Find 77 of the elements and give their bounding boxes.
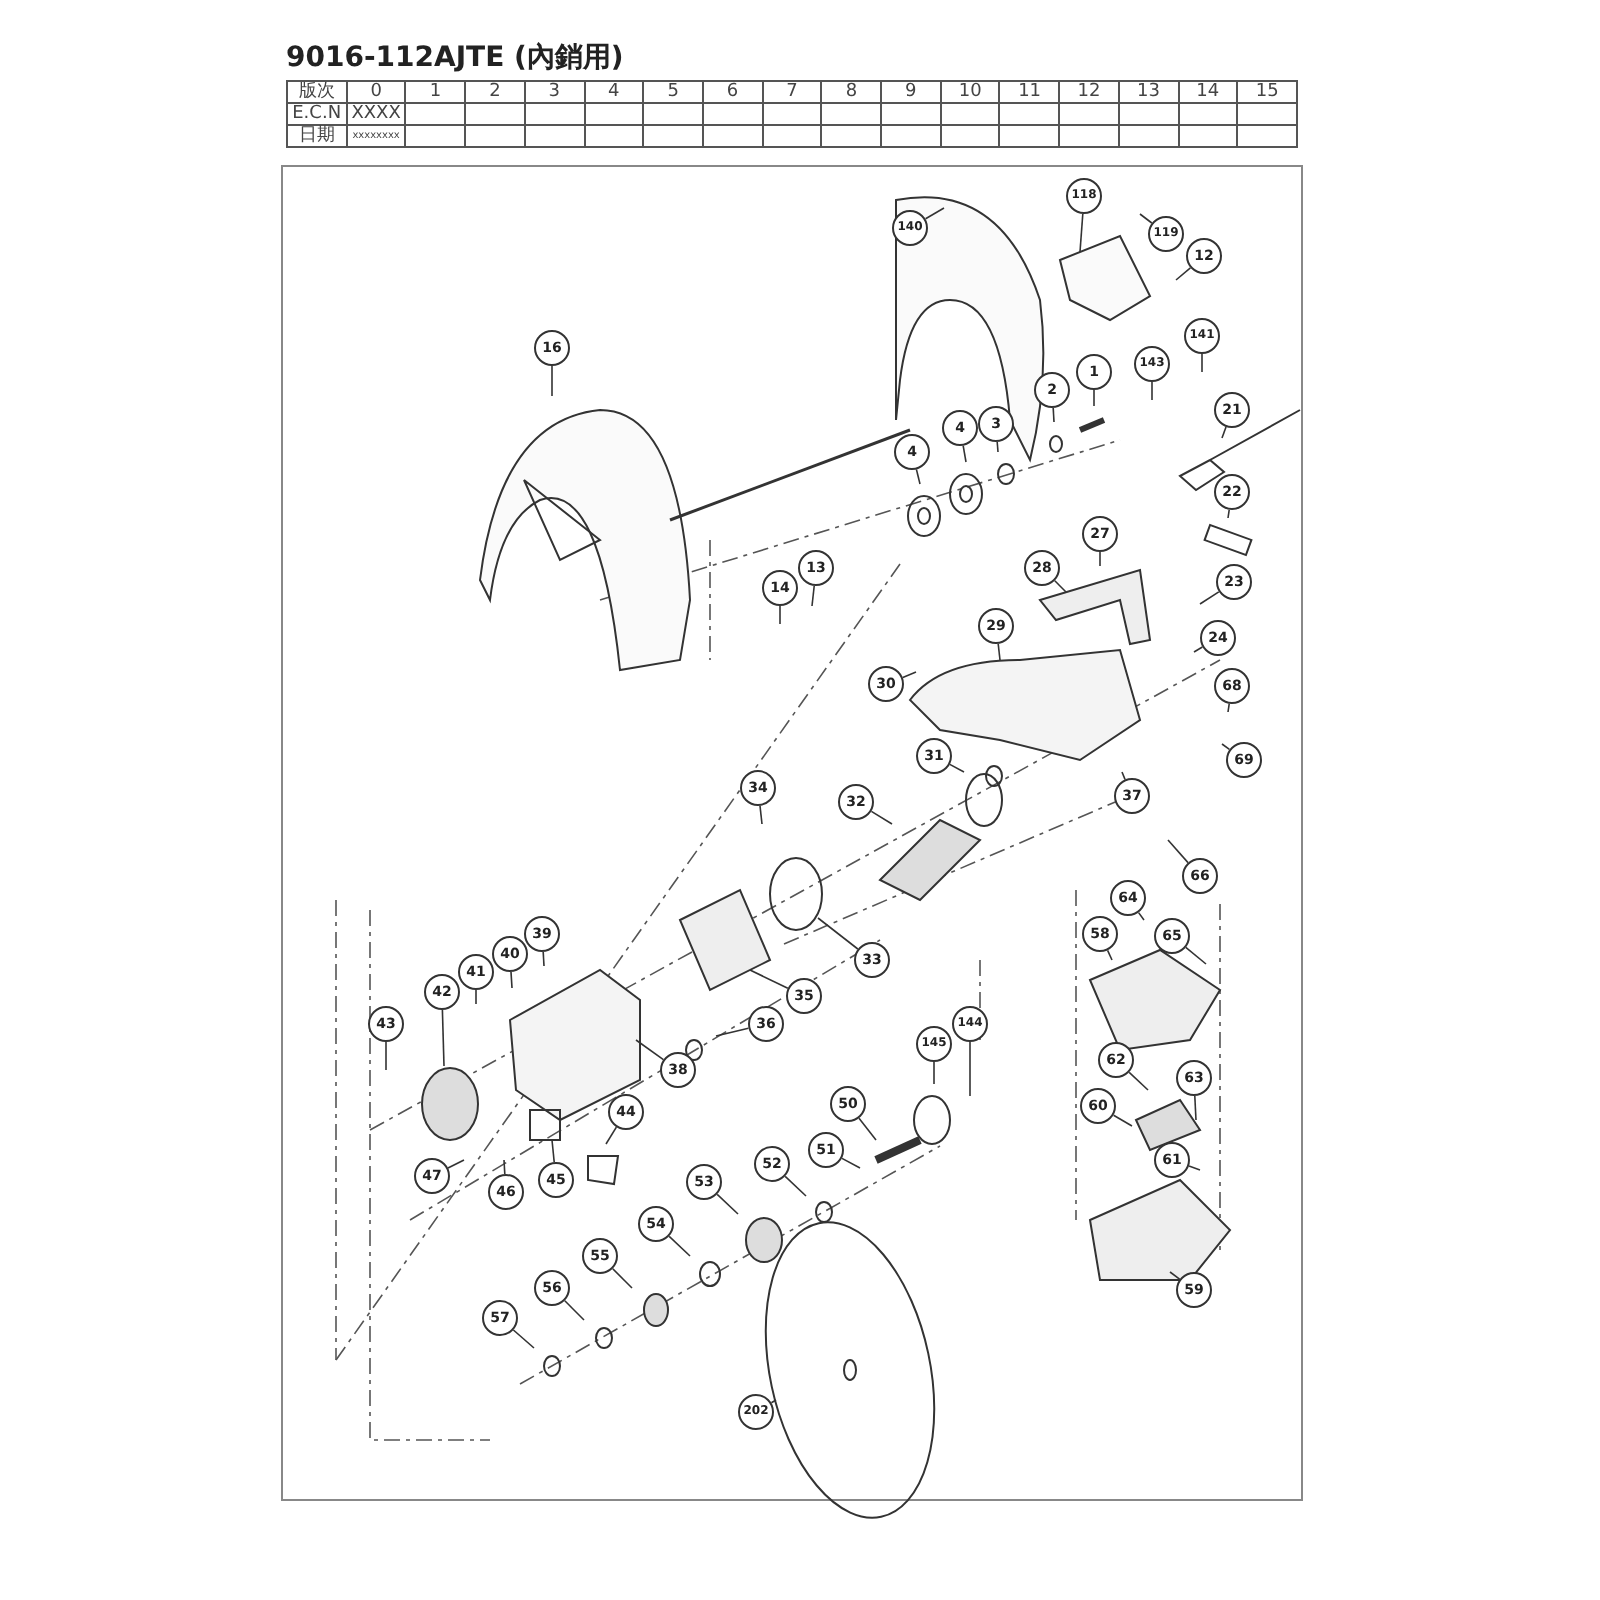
leader-line <box>1054 580 1067 593</box>
leader-line <box>715 1027 750 1037</box>
leader-line <box>1079 213 1084 253</box>
leader-line <box>841 1157 861 1169</box>
leader-line <box>969 1041 971 1097</box>
leader-line <box>1112 1114 1133 1127</box>
leader-line <box>1175 267 1192 281</box>
leader-line <box>447 1159 465 1169</box>
leader-line <box>385 1041 387 1071</box>
leader-line <box>870 810 893 825</box>
leader-line <box>749 969 789 989</box>
leader-line <box>1128 1071 1149 1091</box>
leader-line <box>612 1268 633 1289</box>
leader-line <box>1169 1271 1181 1280</box>
leader-line <box>1201 353 1203 373</box>
table-cell: 6 <box>702 81 763 103</box>
leader-line <box>1052 407 1055 423</box>
leader-line <box>551 1139 555 1163</box>
leader-line <box>779 605 781 625</box>
table-cell: 1 <box>405 81 466 103</box>
table-cell: 13 <box>1118 81 1179 103</box>
leader-line <box>924 207 945 220</box>
row-header-cell: 日期 <box>287 125 347 147</box>
leader-line <box>1093 389 1095 407</box>
table-cell: 2 <box>465 81 525 103</box>
leader-line <box>475 989 477 1005</box>
table-cell: 8 <box>821 81 882 103</box>
leader-line <box>811 585 815 607</box>
table-cell: 7 <box>762 81 822 103</box>
table-cell: 11 <box>999 81 1060 103</box>
leader-line <box>564 1300 585 1321</box>
table-cell: 4 <box>584 81 644 103</box>
leader-line <box>542 951 545 967</box>
title: 9016-112AJTE (內銷用) <box>286 40 624 76</box>
leader-line <box>1106 949 1113 961</box>
table-cell: 3 <box>524 81 585 103</box>
leader-line <box>933 1061 935 1085</box>
leader-line <box>784 1175 807 1197</box>
leader-line <box>1221 426 1227 439</box>
leader-line <box>949 763 965 773</box>
leader-line <box>441 1009 445 1067</box>
leader-line <box>902 671 917 679</box>
leader-line <box>503 1159 506 1175</box>
table-cell: XXXX <box>346 103 406 125</box>
leader-line <box>716 1193 739 1215</box>
leader-line <box>1137 911 1145 921</box>
table-cell: 0 <box>346 81 406 103</box>
table-cell: 9 <box>881 81 941 103</box>
leader-line <box>512 1329 535 1349</box>
leader-line <box>1227 509 1230 519</box>
table-cell: 14 <box>1178 81 1238 103</box>
leader-line <box>962 445 967 463</box>
leader-line <box>668 1235 691 1257</box>
leader-line <box>605 1126 618 1145</box>
table-cell: 10 <box>940 81 1000 103</box>
table-cell: 12 <box>1059 81 1119 103</box>
leader-line <box>1099 551 1101 567</box>
table-cell: 5 <box>643 81 703 103</box>
leader-line <box>759 805 763 825</box>
leader-line <box>1221 743 1231 751</box>
leader-line <box>1139 213 1153 224</box>
leader-line <box>1227 703 1230 713</box>
leader-line <box>635 1039 665 1061</box>
row-header-cell: E.C.N <box>287 103 347 125</box>
table-cell: 15 <box>1237 81 1297 103</box>
leader-line <box>551 365 553 397</box>
leader-line <box>1167 839 1189 864</box>
leader-line <box>858 1117 877 1141</box>
leader-line <box>996 441 999 453</box>
leader-line <box>1151 381 1153 401</box>
row-header-cell: 版次 <box>287 81 347 103</box>
leader-line <box>997 643 1001 661</box>
leader-line <box>1194 1095 1197 1121</box>
leader-line <box>817 917 859 950</box>
leader-line <box>1185 946 1207 965</box>
leader-line <box>510 971 513 989</box>
leader-line <box>1199 591 1220 605</box>
